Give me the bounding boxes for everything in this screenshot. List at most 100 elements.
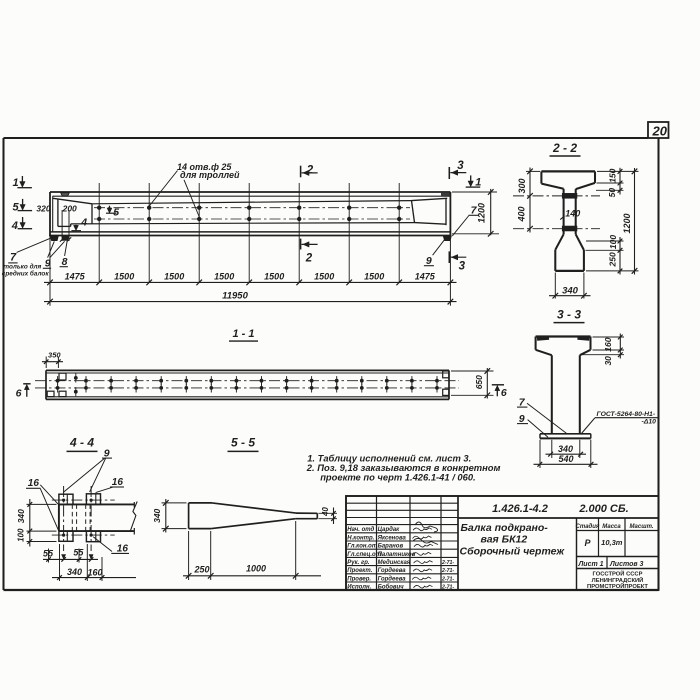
svg-text:Рук. гр.: Рук. гр.	[347, 560, 370, 566]
svg-text:Р: Р	[584, 538, 591, 548]
svg-text:2-71-: 2-71-	[441, 560, 454, 566]
svg-text:2.000 СБ.: 2.000 СБ.	[578, 503, 628, 515]
svg-text:2: 2	[306, 164, 314, 176]
svg-text:Н.контр.: Н.контр.	[347, 535, 374, 541]
svg-text:3: 3	[459, 261, 466, 273]
svg-text:Масшт.: Масшт.	[629, 524, 653, 530]
svg-text:8: 8	[62, 256, 68, 268]
svg-text:Балка подкрано-: Балка подкрано-	[461, 522, 549, 534]
svg-text:7: 7	[10, 252, 17, 264]
svg-text:Гл.кон.от: Гл.кон.от	[347, 544, 378, 550]
svg-text:200: 200	[62, 203, 77, 213]
svg-text:1500: 1500	[164, 272, 184, 282]
svg-text:Гордеева: Гордеева	[378, 576, 407, 582]
svg-text:Гордеева: Гордеева	[378, 568, 407, 574]
svg-text:2 - 2: 2 - 2	[552, 141, 577, 155]
svg-text:Бобович: Бобович	[378, 584, 405, 591]
svg-text:1500: 1500	[364, 272, 384, 282]
svg-text:340: 340	[558, 444, 573, 454]
svg-text:ЛЕНИНГРАДСКИЙ: ЛЕНИНГРАДСКИЙ	[592, 576, 644, 584]
svg-text:1475: 1475	[415, 272, 436, 282]
svg-text:1. Таблицу исполнений см. лис: 1. Таблицу исполнений см. лист 3.	[307, 453, 471, 464]
svg-text:2: 2	[305, 253, 313, 265]
svg-text:1: 1	[475, 176, 481, 188]
svg-text:4: 4	[11, 220, 18, 232]
svg-text:40: 40	[321, 507, 330, 517]
svg-text:1500: 1500	[214, 272, 234, 282]
svg-text:540: 540	[558, 454, 573, 464]
svg-text:-Δ10: -Δ10	[642, 419, 657, 426]
svg-text:6: 6	[16, 387, 22, 399]
svg-text:ПРОМСТРОЙПРОЕКТ: ПРОМСТРОЙПРОЕКТ	[587, 582, 648, 590]
svg-text:средних балок: средних балок	[2, 269, 50, 277]
svg-text:16: 16	[28, 478, 40, 489]
svg-text:14 отв.ф 25: 14 отв.ф 25	[177, 162, 232, 172]
svg-text:340: 340	[16, 509, 26, 523]
svg-text:Мединская: Мединская	[378, 560, 411, 566]
svg-text:2. Поз. 9,18 заказываются в ко: 2. Поз. 9,18 заказываются в конкретном	[306, 462, 501, 473]
svg-text:Палатников: Палатников	[378, 552, 416, 558]
svg-text:16: 16	[112, 477, 124, 488]
svg-text:1500: 1500	[264, 272, 284, 282]
svg-text:10,3т: 10,3т	[601, 538, 623, 547]
svg-text:9: 9	[104, 447, 110, 459]
svg-text:340: 340	[67, 567, 82, 577]
svg-text:6: 6	[501, 387, 507, 399]
svg-text:1500: 1500	[314, 272, 334, 282]
svg-text:Гл.спец.от: Гл.спец.от	[347, 552, 381, 558]
svg-text:Цардак: Цардак	[378, 527, 401, 533]
svg-text:2-71-: 2-71-	[441, 585, 454, 591]
svg-text:55: 55	[73, 548, 84, 558]
svg-text:340: 340	[562, 285, 579, 296]
svg-text:1500: 1500	[114, 272, 134, 282]
svg-text:ГОСТ-5264-80-Н1-: ГОСТ-5264-80-Н1-	[597, 411, 656, 418]
svg-text:Нач. отд: Нач. отд	[347, 527, 374, 533]
svg-text:Баранов: Баранов	[378, 544, 404, 550]
svg-text:250: 250	[193, 564, 209, 574]
svg-text:30: 30	[603, 356, 613, 366]
svg-text:Стадия: Стадия	[576, 524, 600, 530]
svg-text:3: 3	[457, 160, 464, 172]
svg-text:1000: 1000	[246, 564, 266, 574]
svg-text:150: 150	[607, 168, 617, 182]
svg-text:Яксенова: Яксенова	[377, 535, 407, 541]
svg-text:100: 100	[17, 528, 26, 542]
svg-text:650: 650	[474, 375, 484, 389]
svg-text:Проект.: Проект.	[347, 568, 372, 574]
svg-text:Сборочный чертеж: Сборочный чертеж	[460, 546, 566, 558]
svg-text:400: 400	[516, 206, 526, 222]
svg-text:Листов 3: Листов 3	[609, 561, 644, 568]
svg-text:7: 7	[471, 205, 478, 217]
svg-text:2-71-: 2-71-	[441, 576, 454, 582]
svg-text:Лист 1: Лист 1	[578, 561, 604, 568]
svg-text:11950: 11950	[222, 291, 248, 302]
svg-text:1 - 1: 1 - 1	[232, 328, 254, 340]
svg-text:1200: 1200	[477, 203, 487, 223]
svg-text:9: 9	[45, 258, 51, 270]
svg-text:140: 140	[565, 209, 580, 219]
svg-text:320: 320	[36, 203, 50, 213]
svg-text:4: 4	[80, 217, 87, 229]
svg-text:160: 160	[603, 337, 613, 351]
svg-text:4 - 4: 4 - 4	[69, 435, 94, 449]
svg-text:2-71-: 2-71-	[441, 568, 454, 574]
svg-text:1200: 1200	[622, 213, 632, 233]
svg-text:55: 55	[43, 548, 54, 558]
svg-text:5: 5	[13, 202, 20, 214]
svg-text:350: 350	[48, 350, 61, 359]
svg-text:9: 9	[426, 255, 432, 267]
svg-text:7: 7	[519, 396, 526, 408]
svg-text:Исполн.: Исполн.	[347, 585, 371, 591]
svg-text:16: 16	[117, 544, 129, 555]
svg-text:5 - 5: 5 - 5	[231, 435, 255, 449]
svg-text:1475: 1475	[65, 272, 86, 282]
svg-text:300: 300	[517, 178, 527, 193]
svg-text:вая БК12: вая БК12	[481, 534, 528, 546]
svg-text:1.426.1-4.2: 1.426.1-4.2	[492, 503, 548, 515]
svg-text:5: 5	[113, 206, 119, 218]
svg-text:340: 340	[152, 508, 162, 522]
svg-text:250: 250	[608, 252, 618, 267]
svg-text:100: 100	[608, 235, 618, 249]
svg-text:3 - 3: 3 - 3	[557, 308, 581, 322]
svg-text:для троллей: для троллей	[180, 170, 240, 180]
